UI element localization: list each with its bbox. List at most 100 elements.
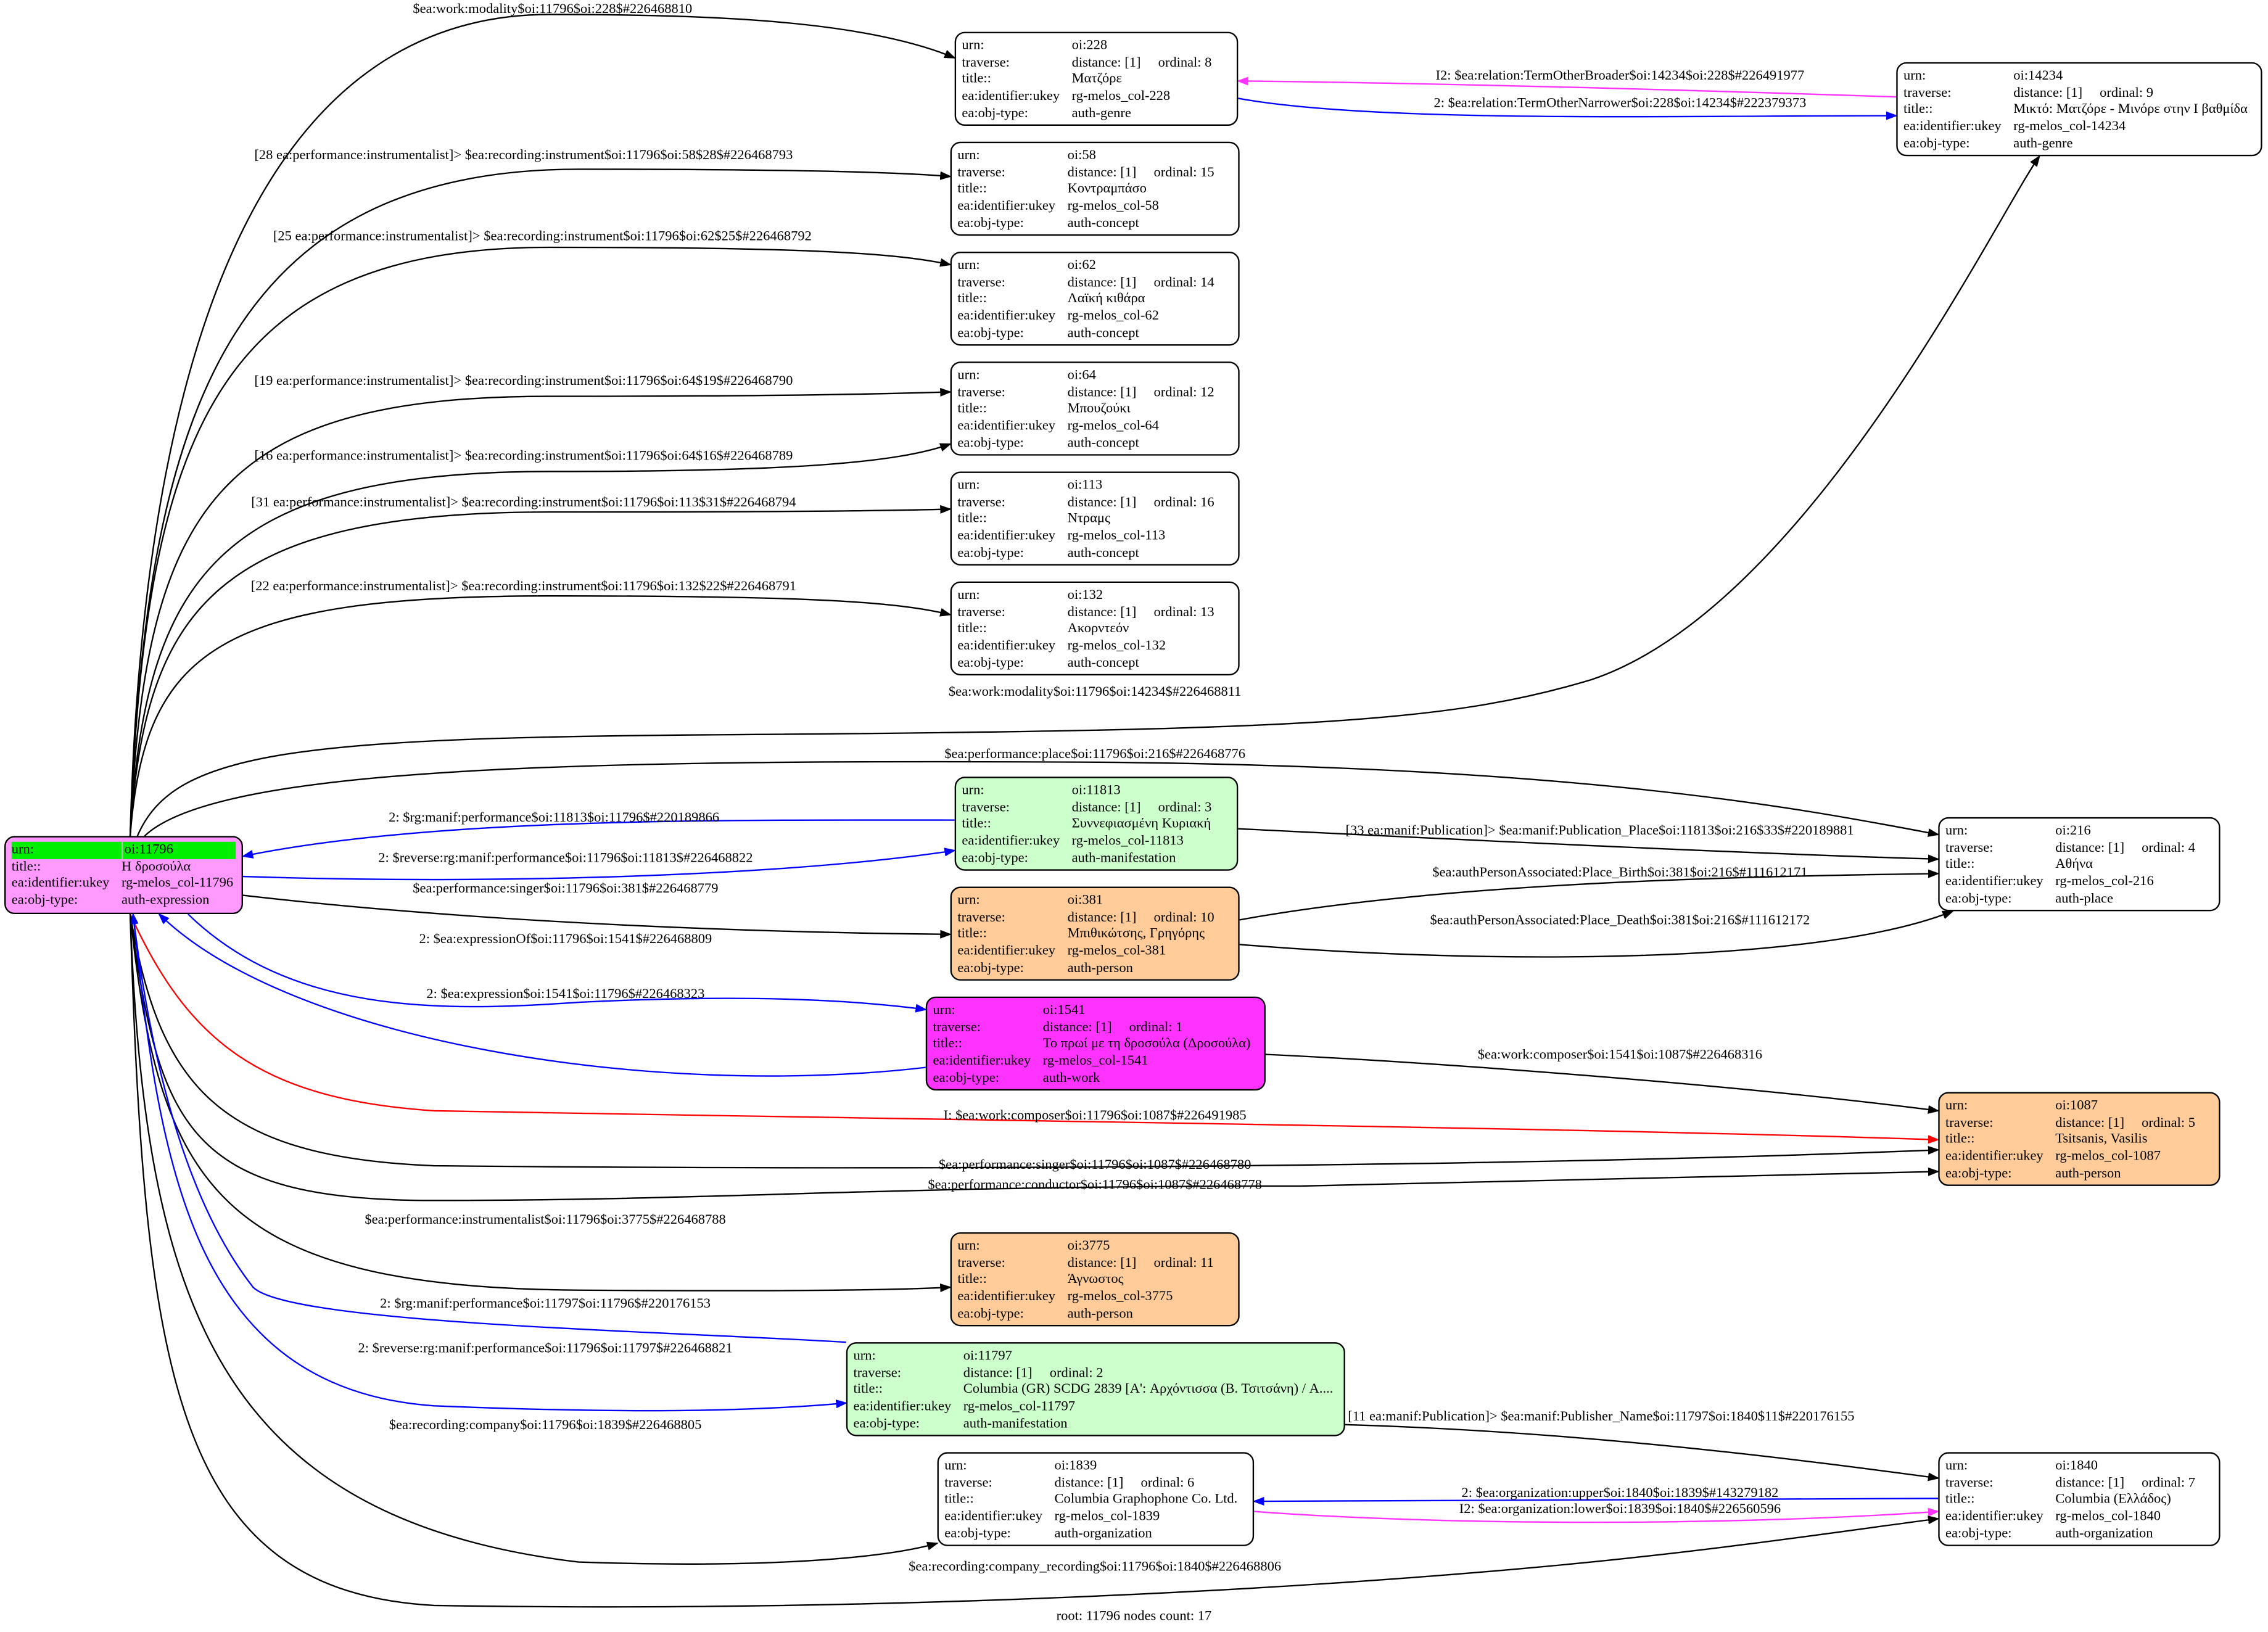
node-row-urn: urn:oi:62 <box>957 257 1232 274</box>
edge-18 <box>129 913 1940 1144</box>
row-value: auth-expression <box>121 892 210 909</box>
row-label: ea:obj-type: <box>957 545 1024 561</box>
row-value: rg-melos_col-381 <box>1067 943 1166 959</box>
node-row-type: ea:obj-type:auth-genre <box>1903 136 2255 152</box>
node-row-title: title::Η δροσούλα <box>12 859 236 875</box>
row-value: distance: [1] ordinal: 7 <box>2055 1475 2196 1491</box>
node-row-type: ea:obj-type:auth-genre <box>962 105 1231 122</box>
row-value: distance: [1] ordinal: 9 <box>2013 84 2154 101</box>
edge-label: $ea:performance:place$oi:11796$oi:216$#2… <box>944 746 1245 761</box>
edge-label: $ea:work:composer$oi:1541$oi:1087$#22646… <box>1478 1047 1762 1062</box>
row-label: title:: <box>957 926 987 942</box>
row-label: title:: <box>933 1036 963 1052</box>
node-row-urn: urn:oi:113 <box>957 477 1232 494</box>
node-row-urn: urn:oi:14234 <box>1903 68 2255 84</box>
row-value: auth-concept <box>1067 325 1139 341</box>
row-value: Columbia (GR) SCDG 2839 [A': Αρχόντισσα … <box>963 1382 1334 1398</box>
row-label: title:: <box>957 181 987 197</box>
node-row-type: ea:obj-type:auth-person <box>1945 1165 2213 1182</box>
row-label: ea:identifier:ukey <box>1945 1508 2043 1525</box>
row-label: ea:obj-type: <box>957 215 1024 231</box>
row-label: urn: <box>1945 823 1968 839</box>
row-value: Ντραμς <box>1067 511 1110 527</box>
node-row-title: title::Columbia (Ελλάδος) <box>1945 1492 2213 1509</box>
row-value: oi:228 <box>1071 37 1108 54</box>
node-row-urn: urn:oi:381 <box>957 892 1232 909</box>
node-row-urn: urn:oi:58 <box>957 147 1232 164</box>
edge-label: I2: $ea:organization:lower$oi:1839$oi:18… <box>1459 1501 1781 1516</box>
edge-label: $ea:performance:singer$oi:11796$oi:381$#… <box>413 880 718 896</box>
row-label: urn: <box>957 367 980 384</box>
node-row-title: title::Columbia Graphophone Co. Ltd. <box>944 1492 1247 1509</box>
row-value: rg-melos_col-1839 <box>1054 1508 1160 1525</box>
row-value: Tsitsanis, Vasilis <box>2055 1131 2148 1148</box>
row-label: ea:identifier:ukey <box>962 88 1060 104</box>
row-value: oi:381 <box>1067 892 1103 909</box>
edge-22 <box>130 912 846 1343</box>
row-value: oi:62 <box>1067 257 1096 274</box>
edge-label: 2: $ea:organization:upper$oi:1840$oi:183… <box>1461 1485 1778 1500</box>
row-value: rg-melos_col-1541 <box>1042 1053 1148 1069</box>
edge-3 <box>129 387 952 836</box>
row-value: Μπιθικώτσης, Γρηγόρης <box>1067 926 1205 942</box>
edge-label: [31 ea:performance:instrumentalist]> $ea… <box>251 494 796 509</box>
node-row-title: title::Ακορντεόν <box>957 621 1232 638</box>
row-label: ea:obj-type: <box>962 850 1028 867</box>
row-value: rg-melos_col-58 <box>1067 198 1159 215</box>
row-value: rg-melos_col-64 <box>1067 418 1159 434</box>
edge-9 <box>241 819 955 859</box>
row-label: title:: <box>957 620 987 637</box>
row-label: traverse: <box>1945 1475 1994 1491</box>
row-label: title:: <box>957 1272 987 1288</box>
row-label: ea:identifier:ukey <box>944 1508 1042 1525</box>
row-label: traverse: <box>957 1255 1005 1271</box>
node-row-traverse: traverse:distance: [1] ordinal: 15 <box>957 165 1232 181</box>
row-label: urn: <box>853 1348 876 1364</box>
row-label: urn: <box>957 477 980 493</box>
row-label: title:: <box>957 511 987 527</box>
edge-15 <box>1239 869 1940 921</box>
row-value: rg-melos_col-132 <box>1067 638 1166 654</box>
row-label: title:: <box>962 816 991 833</box>
row-value: oi:1839 <box>1054 1457 1097 1474</box>
row-value: Το πρωί με τη δροσούλα (Δροσούλα) <box>1042 1036 1251 1052</box>
row-value: distance: [1] ordinal: 4 <box>2055 839 2196 856</box>
node-row-urn: urn:oi:216 <box>1945 823 2213 839</box>
edge-label: [11 ea:manif:Publication]> $ea:manif:Pub… <box>1348 1408 1854 1424</box>
edge-6 <box>129 595 952 836</box>
row-label: ea:obj-type: <box>957 1305 1024 1322</box>
edge-19 <box>129 913 1940 1169</box>
node-row-urn: urn:oi:1541 <box>933 1002 1259 1019</box>
node-row-type: ea:obj-type:auth-person <box>957 1306 1232 1322</box>
node-row-traverse: traverse:distance: [1] ordinal: 4 <box>1945 840 2213 857</box>
row-label: ea:obj-type: <box>1945 1165 2012 1182</box>
edge-14 <box>1238 828 1940 863</box>
row-label: traverse: <box>957 494 1005 511</box>
node-row-type: ea:obj-type:auth-organization <box>944 1525 1247 1542</box>
node-row-type: ea:obj-type:auth-concept <box>957 655 1232 672</box>
edge-12 <box>188 913 928 1013</box>
node-row-type: ea:obj-type:auth-manifestation <box>854 1416 1338 1432</box>
row-value: auth-concept <box>1067 545 1139 561</box>
